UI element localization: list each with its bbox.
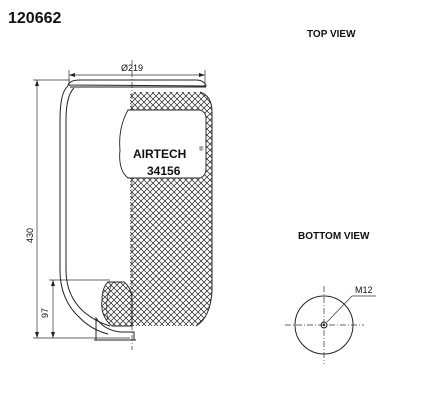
top-view-label: TOP VIEW [307,29,356,40]
height-dimension: 430 [25,79,130,339]
thread-label: M12 [355,285,373,295]
piston-height-value: 97 [40,308,50,318]
bottom-view-drawing: M12 [285,285,376,364]
height-value: 430 [25,228,35,243]
piston-height-dimension: 97 [40,279,110,338]
code-label: 34156 [147,164,181,178]
part-number: 120662 [8,10,61,27]
bottom-view-label: BOTTOM VIEW [298,231,370,242]
diameter-dimension: Ø219 [68,63,206,86]
air-spring-drawing [59,60,213,350]
brand-mark: ® [199,146,204,153]
brand-label: AIRTECH [133,147,186,161]
